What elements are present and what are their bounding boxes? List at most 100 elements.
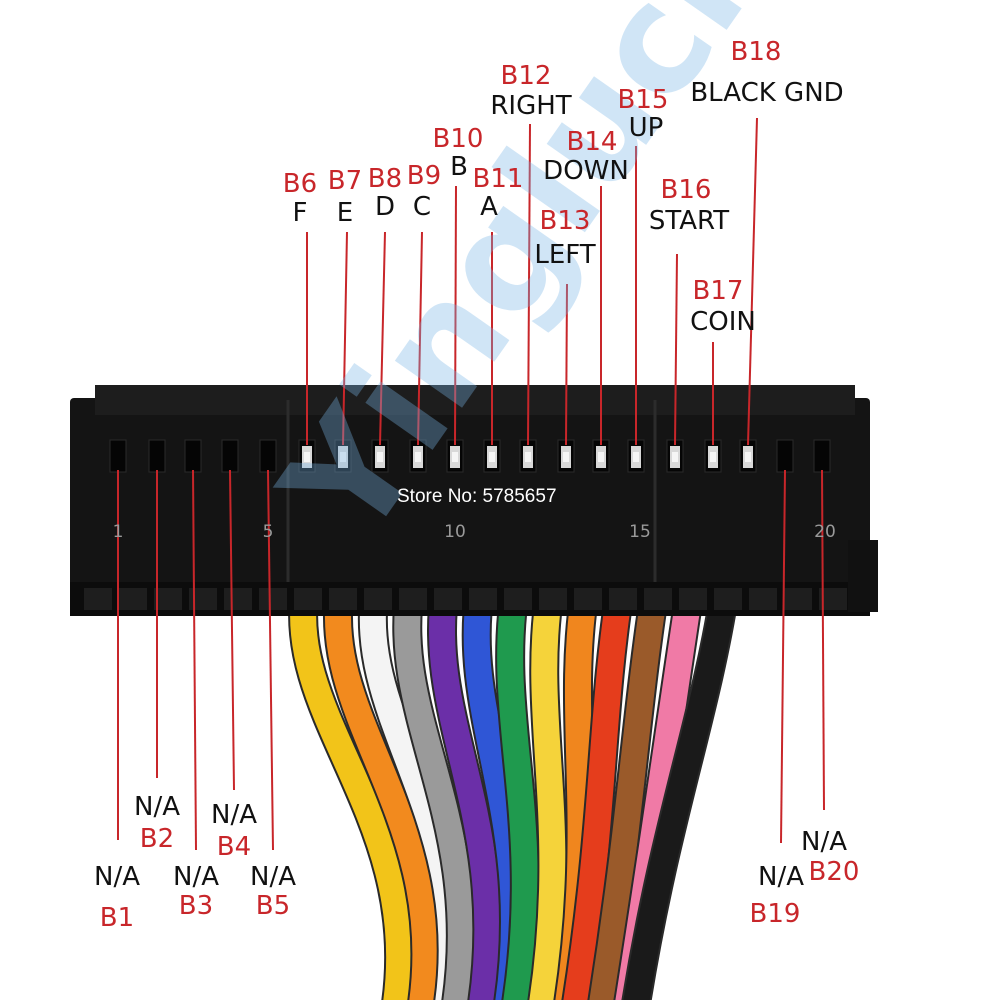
wire-5 <box>429 577 501 1000</box>
pin-b14-id: B14 <box>566 127 618 157</box>
pin-b4-id: B4 <box>216 832 252 862</box>
pin-b17-function: COIN <box>690 307 756 337</box>
pin-b18-function: BLACK GND <box>690 78 844 108</box>
pin-shine-b10 <box>452 452 458 462</box>
pin-b19-id: B19 <box>749 899 801 929</box>
ridge-rib <box>154 588 182 610</box>
pin-shine-b13 <box>563 452 569 462</box>
pin-b15-function: UP <box>628 113 664 143</box>
pin-b2-id: B2 <box>139 824 175 854</box>
pin-b1-id: B1 <box>99 903 135 933</box>
leader-line-b5 <box>267 469 274 851</box>
ridge-rib <box>644 588 672 610</box>
pin-b17-id: B17 <box>692 276 744 306</box>
pin-b11-function: A <box>480 192 498 222</box>
leader-line-b13 <box>565 283 568 446</box>
housing-mark-15: 15 <box>629 522 651 542</box>
leader-line-b12 <box>527 123 531 446</box>
leader-line-b8 <box>379 231 386 446</box>
housing-mark-5: 5 <box>262 522 274 542</box>
leader-line-b20 <box>821 469 825 811</box>
pin-b14-function: DOWN <box>543 156 629 186</box>
pin-b4-function: N/A <box>211 800 257 830</box>
wire-2 <box>325 577 439 1000</box>
store-number-text: Store No: 5785657 <box>397 486 557 507</box>
pin-shine-b17 <box>710 452 716 462</box>
leader-line-b9 <box>417 231 423 446</box>
pin-shine-b8 <box>377 452 383 462</box>
leader-line-b4 <box>229 469 235 791</box>
slot-b3 <box>184 439 202 473</box>
pin-shine-b7 <box>340 452 346 462</box>
wire-13 <box>623 577 738 1000</box>
slot-b4 <box>221 439 239 473</box>
wire-10 <box>563 577 633 1000</box>
ridge-rib <box>399 588 427 610</box>
pin-b10-id: B10 <box>432 124 484 154</box>
wire-1 <box>290 577 413 1000</box>
housing-mark-1: 1 <box>112 522 124 542</box>
leader-line-b18 <box>747 117 758 446</box>
pin-b12-id: B12 <box>500 61 552 91</box>
pin-b15-id: B15 <box>617 85 669 115</box>
connector-top-lip <box>95 385 855 415</box>
ridge-rib <box>329 588 357 610</box>
ridge-rib <box>749 588 777 610</box>
pin-b1-function: N/A <box>94 862 140 892</box>
pin-b18-id: B18 <box>730 37 782 67</box>
leader-lines <box>117 117 825 851</box>
wire-bundle <box>288 575 740 1000</box>
pin-b6-id: B6 <box>282 169 318 199</box>
leader-line-b16 <box>674 253 678 446</box>
ridge-rib <box>84 588 112 610</box>
pin-shine-b6 <box>304 452 310 462</box>
pin-b19-function: N/A <box>758 862 804 892</box>
pin-b5-id: B5 <box>255 891 291 921</box>
ridge-rib <box>224 588 252 610</box>
ridge-rib <box>469 588 497 610</box>
pin-shine-b18 <box>745 452 751 462</box>
ridge-rib <box>609 588 637 610</box>
slot-b1 <box>109 439 127 473</box>
pin-b5-function: N/A <box>250 862 296 892</box>
ridge-rib <box>294 588 322 610</box>
pin-b9-function: C <box>412 192 432 222</box>
pin-b7-function: E <box>336 198 354 228</box>
ridge-rib <box>259 588 287 610</box>
ridge-rib <box>714 588 742 610</box>
ridge-rib <box>119 588 147 610</box>
wire-11 <box>589 577 668 1000</box>
pin-b2-function: N/A <box>134 792 180 822</box>
pin-b16-id: B16 <box>660 175 712 205</box>
leader-line-b19 <box>780 469 786 844</box>
pin-b13-function: LEFT <box>534 240 596 270</box>
pin-shine-b12 <box>525 452 531 462</box>
pin-b10-function: B <box>450 152 468 182</box>
leader-line-b10 <box>454 185 457 446</box>
ridge-rib <box>539 588 567 610</box>
pin-b20-function: N/A <box>801 827 847 857</box>
ridge-rib <box>504 588 532 610</box>
pin-b3-function: N/A <box>173 862 219 892</box>
ridge-rib <box>189 588 217 610</box>
housing-mark-20: 20 <box>814 522 836 542</box>
slot-b20 <box>813 439 831 473</box>
pin-b11-id: B11 <box>472 164 524 194</box>
leader-line-b7 <box>342 231 348 446</box>
wire-4 <box>394 577 474 1000</box>
ridge-rib <box>819 588 847 610</box>
ridge-rib <box>679 588 707 610</box>
pin-b9-id: B9 <box>406 161 442 191</box>
pin-shine-b9 <box>415 452 421 462</box>
leader-line-b3 <box>192 469 197 851</box>
pin-shine-b16 <box>672 452 678 462</box>
pin-slots <box>109 439 831 473</box>
bottom-ridge-ribs <box>84 588 847 610</box>
housing-mark-10: 10 <box>444 522 466 542</box>
ridge-rib <box>434 588 462 610</box>
pin-b6-function: F <box>292 198 308 228</box>
pin-b16-function: START <box>648 206 730 236</box>
pin-b20-id: B20 <box>808 857 860 887</box>
